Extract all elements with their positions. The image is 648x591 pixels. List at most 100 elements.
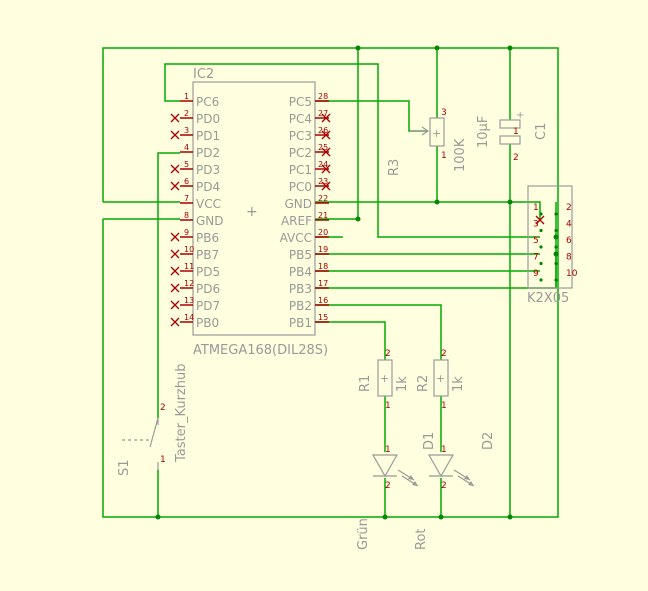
r2-resistor[interactable]: + 2 1 R2 1k xyxy=(416,349,466,411)
ic2-pin-number: 9 xyxy=(184,228,189,237)
d1-led[interactable]: 1 2 D1 Rot xyxy=(414,432,475,550)
ic2-pin-label: PB4 xyxy=(289,265,312,279)
ic2-pin-number: 14 xyxy=(184,313,194,322)
r1-resistor[interactable]: + 2 1 R1 1k xyxy=(358,349,410,411)
wire-pc6-reset xyxy=(164,63,540,238)
junction xyxy=(438,514,444,520)
ic2-pin-label: AREF xyxy=(281,214,312,228)
junction xyxy=(507,199,513,205)
k2-pin-contact[interactable] xyxy=(539,278,543,282)
s1-switch[interactable]: 2 1 S1 Taster_Kurzhub xyxy=(117,364,189,476)
k2-pin-contact[interactable] xyxy=(554,245,558,249)
s1-lever xyxy=(149,417,159,448)
ic2-pin-number: 5 xyxy=(184,160,189,169)
s1-pin-b: 1 xyxy=(160,455,166,465)
no-connect-mark xyxy=(321,130,331,140)
k2-pin-number: 4 xyxy=(566,220,572,230)
k2-pin-contact[interactable] xyxy=(554,278,558,282)
ic2-pin-number: 18 xyxy=(318,262,328,271)
r3-pin-b: 1 xyxy=(441,151,447,161)
ic2-pin-number: 19 xyxy=(318,245,328,254)
ic2-pin-number: 10 xyxy=(184,245,194,254)
ic2-pin-number: 22 xyxy=(318,194,328,203)
junction xyxy=(434,199,440,205)
ic2-pin-number: 4 xyxy=(184,143,189,152)
junction xyxy=(155,514,161,520)
r1-body xyxy=(377,359,393,397)
ic2-pin-label: PB3 xyxy=(289,282,312,296)
k2-pin-number: 3 xyxy=(533,220,539,230)
k2-name: K2X05 xyxy=(527,291,569,306)
ic2-pin-number: 20 xyxy=(318,228,328,237)
k2-pin-number: 10 xyxy=(566,269,578,279)
k2-pin-number: 7 xyxy=(533,253,539,263)
d1-name: D1 xyxy=(422,432,437,450)
junction xyxy=(382,514,388,520)
ic2-pin-label: PC4 xyxy=(289,112,312,126)
ic2-pin-number: 2 xyxy=(184,109,189,118)
ic2-pin-label: GND xyxy=(284,197,312,211)
wire-s1-top xyxy=(157,152,180,418)
r3-cross: + xyxy=(432,127,441,140)
ic2-pin-label: PD7 xyxy=(196,299,220,313)
ic2-pin-number: 16 xyxy=(318,296,328,305)
ic2-pin-number: 3 xyxy=(184,126,189,135)
ic2-pin-label: PC1 xyxy=(289,163,312,177)
s1-name: S1 xyxy=(117,459,132,476)
junction xyxy=(553,234,559,240)
no-connect-mark xyxy=(170,232,180,242)
no-connect-mark xyxy=(170,300,180,310)
wire-pb2-r2 xyxy=(315,304,442,360)
ic2-pin-label: PC3 xyxy=(289,129,312,143)
ic2-pin-number: 24 xyxy=(318,160,328,169)
k2-pin-contact[interactable] xyxy=(554,228,558,233)
d1-pin-b: 2 xyxy=(441,481,447,491)
ic2-value: ATMEGA168(DIL28S) xyxy=(193,343,328,358)
r3-pin-a: 3 xyxy=(441,108,447,118)
d2-pin-a: 1 xyxy=(385,445,391,455)
junction-layer xyxy=(155,45,559,520)
c1-value: 10µF xyxy=(476,116,491,148)
r3-value: 100K xyxy=(453,138,468,172)
r3-name: R3 xyxy=(387,159,402,176)
c1-capacitor[interactable]: + 1 2 10µF C1 xyxy=(476,110,549,163)
k2-pin-contact[interactable] xyxy=(539,212,543,216)
k2-pin-contact[interactable] xyxy=(554,261,558,266)
ic2-pin-label: PC5 xyxy=(289,95,312,109)
d2-name: D2 xyxy=(481,432,496,450)
k2-pin-contact[interactable] xyxy=(539,261,543,266)
ic2-body xyxy=(192,81,316,336)
ic2-origin: + xyxy=(246,204,258,220)
ic2-pin-number: 21 xyxy=(318,211,328,220)
k2-pin-number: 6 xyxy=(566,236,572,246)
ic2-pin-label: PD0 xyxy=(196,112,220,126)
k2-pin-number: 5 xyxy=(533,236,539,246)
k2-pin-contact[interactable] xyxy=(539,245,543,249)
no-connect-mark xyxy=(170,113,180,123)
ic2-name: IC2 xyxy=(193,67,214,82)
r3-potentiometer[interactable]: + 3 1 R3 100K xyxy=(387,108,468,176)
r2-value: 1k xyxy=(451,376,466,392)
no-connect-mark xyxy=(321,164,331,174)
r2-pin-b: 1 xyxy=(441,401,447,411)
d1-pin-a: 1 xyxy=(441,445,447,455)
junction xyxy=(355,216,361,222)
no-connect-mark xyxy=(170,130,180,140)
k2-pin-contact[interactable] xyxy=(539,228,543,233)
r1-name: R1 xyxy=(358,375,373,392)
k2-body xyxy=(527,185,573,289)
ic2-pin-number: 25 xyxy=(318,143,328,152)
no-connect-mark xyxy=(535,215,545,225)
k2-pin-number: 9 xyxy=(533,269,539,279)
ic2-pin-label: VCC xyxy=(196,197,221,211)
junction xyxy=(507,45,513,51)
ic2-pin-number: 15 xyxy=(318,313,328,322)
no-connect-mark xyxy=(170,249,180,259)
d2-led[interactable]: 1 2 Grün D2 xyxy=(356,432,496,550)
wire-pb1-r1 xyxy=(315,321,386,360)
ic2-pin-label: PB0 xyxy=(196,316,219,330)
ic2-pin-number: 17 xyxy=(318,279,328,288)
k2-pin-contact[interactable] xyxy=(554,212,558,216)
